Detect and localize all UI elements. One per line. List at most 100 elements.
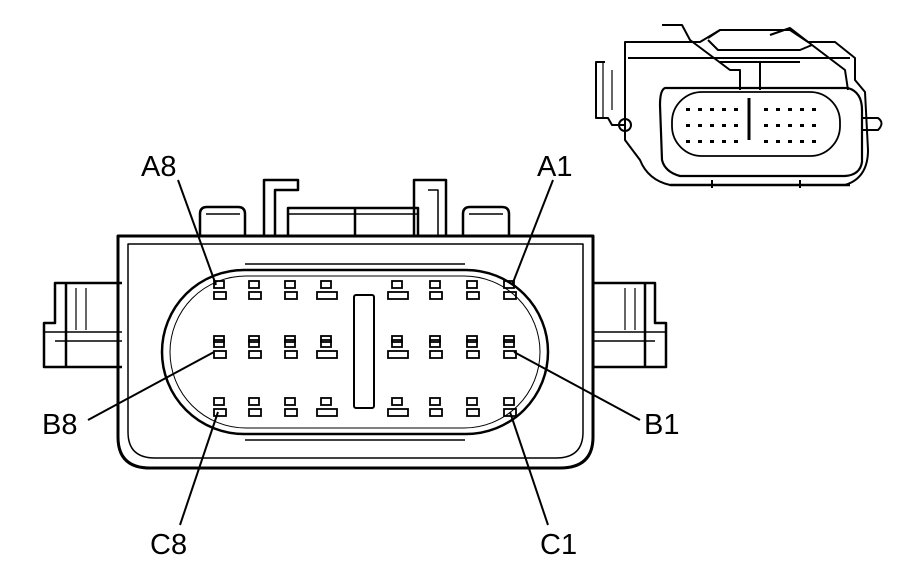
isometric-pin-mark-21 (686, 140, 690, 143)
pin-label-a1: A1 (537, 151, 572, 183)
isometric-pin-mark-6 (764, 108, 768, 111)
center-key-slot (353, 294, 375, 409)
connector-face-view (42, 178, 668, 470)
pin-cavity-c7-lower (248, 408, 262, 417)
leader-line-b8 (87, 351, 215, 421)
leader-lines (87, 179, 641, 526)
pin-cavity-c2-upper (466, 397, 478, 406)
isometric-pin-mark-19 (800, 124, 804, 127)
pin-cavity-a3-upper (429, 280, 441, 289)
isometric-pin-mark-16 (764, 124, 768, 127)
pin-label-a8: A8 (141, 151, 176, 183)
isometric-pin-mark-11 (686, 124, 690, 127)
pin-cavity-b-top-2 (248, 335, 260, 343)
pin-cavity-a8-lower (213, 291, 227, 300)
isometric-pin-mark-15 (734, 124, 738, 127)
pin-cavity-b-top-7 (466, 335, 478, 343)
isometric-pin-mark-8 (788, 108, 792, 111)
pin-cavity-b5-upper (320, 339, 332, 348)
pin-label-c1: C1 (540, 529, 577, 561)
isometric-pin-mark-29 (800, 140, 804, 143)
leader-line-c1 (509, 411, 549, 526)
pin-cavity-a5-upper (320, 280, 332, 289)
isometric-pin-mark-2 (698, 108, 702, 111)
pin-cavity-b8-upper (213, 339, 225, 348)
pin-cavity-a6-lower (284, 291, 298, 300)
pin-cavity-c8-lower (213, 408, 227, 417)
pin-cavity-b8-lower (213, 350, 227, 359)
pin-cavity-c1-upper (503, 397, 515, 406)
isometric-pin-mark-17 (776, 124, 780, 127)
pin-cavity-a1-upper (503, 280, 515, 289)
pin-cavity-b1-upper (503, 339, 515, 348)
pin-cavity-c4-lower (387, 408, 409, 417)
pin-cavity-a5-lower (316, 291, 338, 300)
pin-cavity-a4-upper (391, 280, 403, 289)
isometric-pin-mark-25 (734, 140, 738, 143)
isometric-pin-mark-28 (788, 140, 792, 143)
pin-cavity-c5-lower (316, 408, 338, 417)
isometric-pin-mark-22 (698, 140, 702, 143)
pin-cavity-c4-upper (391, 397, 403, 406)
pin-cavity-c8-upper (213, 397, 225, 406)
pin-cavity-b1-lower (503, 350, 517, 359)
isometric-pin-mark-14 (722, 124, 726, 127)
isometric-pin-mark-23 (710, 140, 714, 143)
isometric-pin-mark-30 (812, 140, 816, 143)
pin-cavity-c1-lower (503, 408, 517, 417)
leader-line-a1 (511, 179, 554, 286)
pin-cavity-c7-upper (248, 397, 260, 406)
pin-face-oval-inner (169, 275, 541, 429)
right-mounting-ear (593, 281, 668, 369)
pin-cavity-b-top-5 (391, 335, 403, 343)
pin-cavity-b2-lower (466, 350, 480, 359)
isometric-pin-mark-18 (788, 124, 792, 127)
pin-cavity-a2-lower (466, 291, 480, 300)
left-mounting-ear (42, 281, 122, 369)
outer-housing (116, 234, 595, 470)
isometric-pin-mark-24 (722, 140, 726, 143)
housing-inner-rim (127, 243, 584, 459)
pin-cavity-a4-lower (387, 291, 409, 300)
pin-cavity-b6-lower (284, 350, 298, 359)
pin-cavity-a6-upper (284, 280, 296, 289)
top-latch (198, 178, 511, 238)
isometric-pin-mark-3 (710, 108, 714, 111)
isometric-pin-mark-9 (800, 108, 804, 111)
pin-cavity-a1-lower (503, 291, 517, 300)
pin-cavity-c3-upper (429, 397, 441, 406)
pin-cavity-a3-lower (429, 291, 443, 300)
pin-cavity-c3-lower (429, 408, 443, 417)
pin-cavity-a7-lower (248, 291, 262, 300)
pin-cavity-c6-lower (284, 408, 298, 417)
pin-cavity-b2-upper (466, 339, 478, 348)
pin-cavity-b6-upper (284, 339, 296, 348)
pin-cavity-c5-upper (320, 397, 332, 406)
pin-cavity-b7-lower (248, 350, 262, 359)
isometric-pin-mark-4 (722, 108, 726, 111)
leader-line-c8 (179, 411, 219, 526)
isometric-pin-mark-1 (686, 108, 690, 111)
pin-label-c8: C8 (150, 529, 187, 561)
isometric-pin-mark-10 (812, 108, 816, 111)
isometric-pin-mark-12 (698, 124, 702, 127)
pin-label-b8: B8 (42, 409, 77, 441)
pin-cavity-c2-lower (466, 408, 480, 417)
pin-cavity-b7-upper (248, 339, 260, 348)
isometric-pin-mark-20 (812, 124, 816, 127)
pin-face-oval (160, 268, 550, 436)
pin-cavity-b3-lower (429, 350, 443, 359)
pin-label-b1: B1 (644, 409, 679, 441)
pin-cavity-a2-upper (466, 280, 478, 289)
isometric-pin-mark-7 (776, 108, 780, 111)
leader-line-b1 (513, 351, 641, 421)
pin-cavity-c6-upper (284, 397, 296, 406)
pin-cavity-b-top-1 (213, 335, 225, 343)
pin-cavity-b-top-3 (284, 335, 296, 343)
isometric-pin-mark-26 (764, 140, 768, 143)
pin-cavity-b-top-4 (320, 335, 332, 343)
pin-cavity-a8-upper (213, 280, 225, 289)
isometric-pin-cavities (686, 108, 816, 143)
